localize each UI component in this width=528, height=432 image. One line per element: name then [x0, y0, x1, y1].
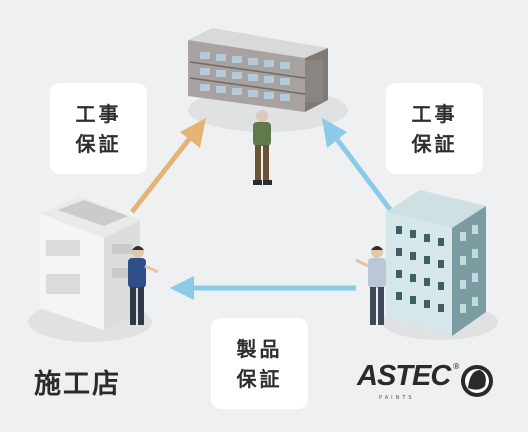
astec-logo-subtitle: PAINTS [379, 395, 415, 401]
product-warranty-label: 製品 保証 [211, 318, 308, 409]
astec-building-icon [386, 190, 486, 336]
astec-logo: ASTEC ® PAINTS [357, 360, 461, 402]
label-left-line2: 保証 [75, 131, 122, 156]
astec-staff-person-icon [355, 246, 386, 325]
resident-person-icon [253, 110, 272, 185]
astec-lion-logo-icon [461, 365, 493, 397]
construction-warranty-label-left: 工事 保証 [50, 83, 147, 174]
store-name-label: 施工店 [34, 369, 121, 400]
arrow-astec-to-apartment [322, 118, 394, 214]
apartment-building-icon [188, 28, 328, 112]
astec-logo-word: ASTEC [357, 360, 451, 392]
store-staff-person-icon [128, 246, 159, 325]
store-building-icon [40, 196, 140, 330]
construction-warranty-label-right: 工事 保証 [386, 83, 483, 174]
label-left-line1: 工事 [75, 101, 122, 126]
label-right-line1: 工事 [411, 101, 458, 126]
label-bottom-line1: 製品 [236, 336, 283, 361]
arrow-astec-to-store [170, 276, 356, 300]
arrow-store-to-apartment [130, 118, 206, 214]
label-right-line2: 保証 [411, 131, 458, 156]
label-bottom-line2: 保証 [236, 366, 283, 391]
astec-registered-mark: ® [452, 362, 461, 371]
